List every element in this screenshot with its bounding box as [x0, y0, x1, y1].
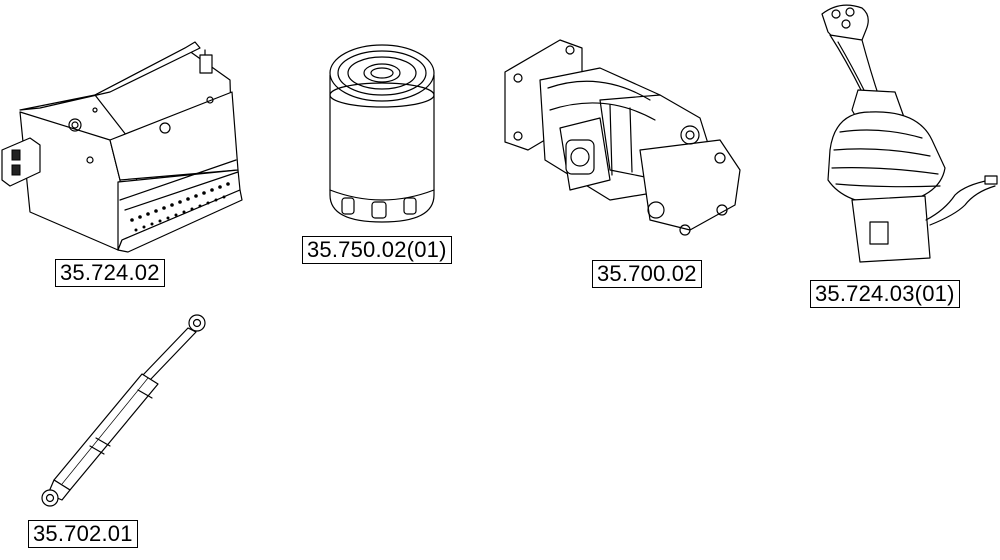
pump-drawing[interactable]: [504, 39, 741, 236]
part-label-filter[interactable]: 35.750.02(01): [302, 236, 452, 264]
part-label-frame[interactable]: 35.724.02: [55, 259, 165, 287]
frame-box-drawing[interactable]: [1, 41, 243, 253]
part-label-gas-spring[interactable]: 35.702.01: [28, 520, 138, 548]
filter-drawing[interactable]: [329, 44, 435, 223]
gas-spring-drawing[interactable]: [41, 314, 206, 507]
joystick-drawing[interactable]: [821, 4, 998, 263]
part-label-pump[interactable]: 35.700.02: [592, 260, 702, 288]
part-label-joystick[interactable]: 35.724.03(01): [810, 280, 960, 308]
